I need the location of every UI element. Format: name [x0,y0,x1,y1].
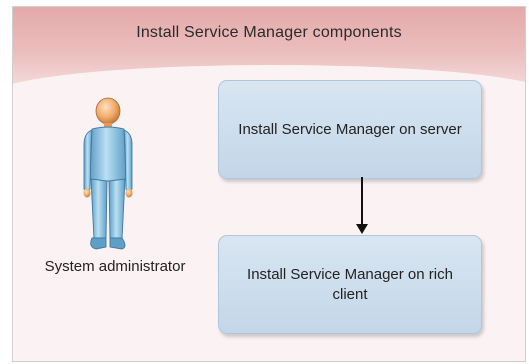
step-install-server-label: Install Service Manager on server [238,120,462,138]
connector-arrow-head [356,224,368,234]
step-install-rich-client: Install Service Manager on rich client [218,235,482,334]
step-install-rich-client-label: Install Service Manager on rich client [247,265,453,303]
actor-label: System administrator [44,258,186,275]
person-icon [83,97,133,250]
diagram-title: Install Service Manager components [136,24,402,41]
connector-arrow-line [361,177,363,225]
step-install-server: Install Service Manager on server [218,80,482,179]
